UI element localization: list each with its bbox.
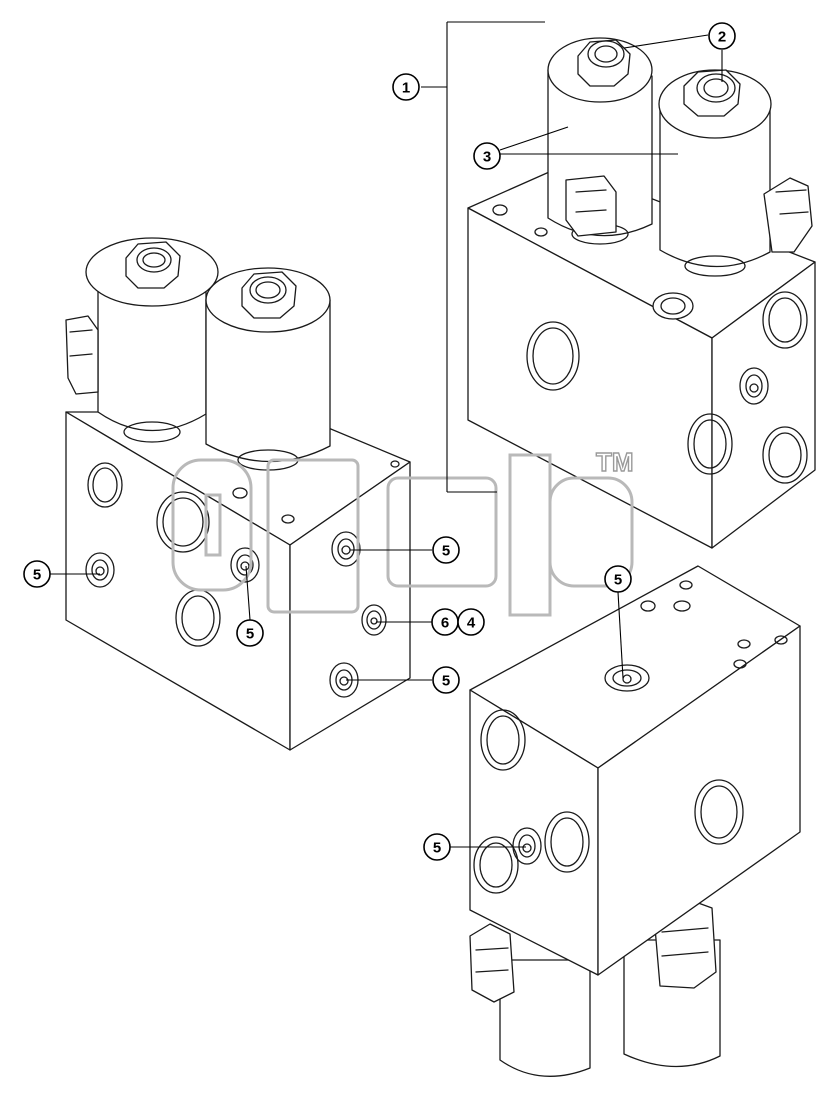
callout-5-right-lower: 5 <box>432 666 460 694</box>
watermark-trademark: TM <box>596 447 634 477</box>
lower-right-valve-assembly <box>469 565 801 1077</box>
callout-1: 1 <box>392 73 420 101</box>
callout-5-right-upper-label: 5 <box>442 543 450 560</box>
callout-5-center: 5 <box>236 619 264 647</box>
callout-2: 2 <box>708 22 736 50</box>
callout-5-lower-block-side-label: 5 <box>433 840 441 857</box>
callout-3-label: 3 <box>483 149 491 166</box>
leader-lines <box>50 21 723 848</box>
upper-right-valve-assembly <box>467 37 816 549</box>
callout-4-label: 4 <box>467 615 476 632</box>
callout-5-lower-block-top: 5 <box>604 565 632 593</box>
callout-6-label: 6 <box>441 615 449 632</box>
callout-5-left-face-label: 5 <box>33 567 41 584</box>
callout-3: 3 <box>473 142 501 170</box>
callout-5-right-lower-label: 5 <box>442 673 450 690</box>
callout-5-left-face: 5 <box>23 560 51 588</box>
callout-6: 6 <box>431 608 459 636</box>
callout-5-lower-block-top-label: 5 <box>614 572 622 589</box>
callout-5-lower-block-side: 5 <box>423 833 451 861</box>
callout-4: 4 <box>457 608 485 636</box>
watermark: TM <box>171 446 634 617</box>
callout-5-right-upper: 5 <box>432 536 460 564</box>
callout-5-center-label: 5 <box>246 626 254 643</box>
left-valve-assembly <box>65 237 411 751</box>
callout-2-label: 2 <box>718 29 726 46</box>
callout-1-label: 1 <box>402 80 410 97</box>
